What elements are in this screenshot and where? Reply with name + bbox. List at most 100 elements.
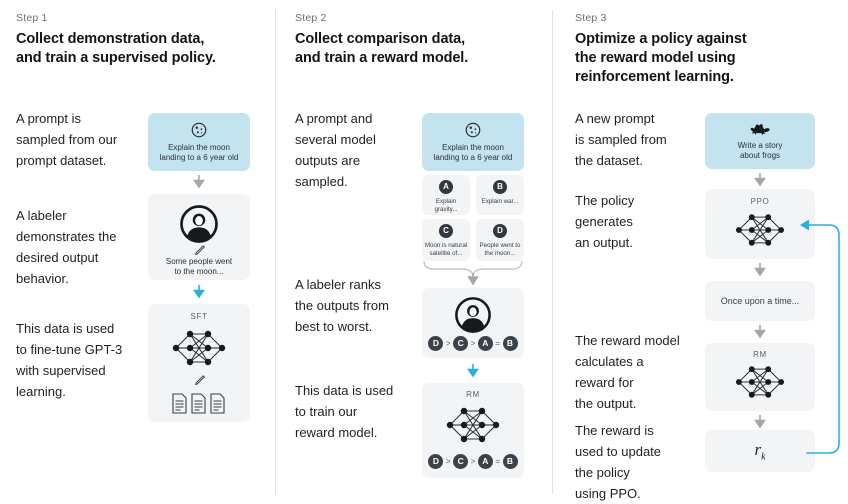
generated-output-text: Once upon a time...: [720, 296, 800, 306]
step-3-reward-model-card[interactable]: RM: [705, 343, 815, 411]
neural-network-icon: [705, 360, 815, 404]
step-1-sft-card[interactable]: SFT: [148, 304, 250, 422]
arrow-down-icon: [753, 263, 767, 282]
step-1-title-line-2: and train a supervised policy.: [16, 50, 216, 66]
pencil-icon: [148, 244, 250, 257]
output-badge-a: A: [439, 180, 453, 194]
reward-formula: rk: [705, 440, 815, 462]
moon-icon: [148, 121, 250, 139]
feedback-loop-arrow-icon: [789, 215, 847, 465]
step-2-title-line-2: and train a reward model.: [295, 50, 469, 66]
sft-tag: SFT: [190, 312, 208, 321]
rank-op-1: >: [445, 339, 451, 349]
step-2-prompt-caption-1: Explain the moon: [442, 143, 504, 152]
merge-brace-arrow-icon: [422, 259, 524, 292]
output-tile-b[interactable]: B Explain war...: [476, 175, 524, 215]
column-divider-1: [275, 10, 276, 494]
step-1-title: Collect demonstration data, and train a …: [16, 30, 266, 68]
step-3-title-line-1: Optimize a policy against: [575, 31, 747, 47]
output-badge-c: C: [439, 224, 453, 238]
step-1-prompt-card[interactable]: Explain the moon landing to a 6 year old: [148, 113, 250, 171]
step-1-prompt-caption-2: landing to a 6 year old: [159, 153, 239, 162]
rank-op-2: >: [470, 457, 476, 467]
arrow-down-icon: [753, 325, 767, 344]
step-3-paragraph-4: The reward is used to update the policy …: [575, 423, 662, 501]
arrow-down-icon: [753, 415, 767, 434]
neural-network-icon: [705, 208, 815, 252]
step-2-paragraph-2: A labeler ranks the outputs from best to…: [295, 277, 389, 334]
rank-badge-2: C: [453, 336, 469, 352]
rank-op-3: =: [495, 457, 500, 467]
labeler-person-icon: [148, 204, 250, 244]
step-1-labeler-caption-2: to the moon...: [174, 267, 224, 276]
step-2-labeler-rank-card[interactable]: D>C>A=B: [422, 288, 524, 358]
step-3-column: Step 3 Optimize a policy against the rew…: [553, 0, 848, 504]
output-tile-c[interactable]: C Moon is natural satellite of...: [422, 219, 470, 261]
ranking-row: D>C>A=B: [422, 335, 524, 353]
output-tile-a[interactable]: A Explain gravity...: [422, 175, 470, 215]
step-3-paragraph-1: A new prompt is sampled from the dataset…: [575, 111, 667, 168]
rank-badge-4: B: [502, 454, 518, 470]
step-3-title-line-2: the reward model using: [575, 50, 736, 66]
rank-badge-1: D: [428, 454, 444, 470]
step-2-title: Collect comparison data, and train a rew…: [295, 30, 545, 68]
documents-icon: [148, 392, 250, 416]
step-3-title: Optimize a policy against the reward mod…: [575, 30, 835, 87]
step-2-title-line-1: Collect comparison data,: [295, 31, 466, 47]
arrow-down-icon: [753, 173, 767, 192]
rank-badge-3: A: [477, 336, 493, 352]
step-1-labeler-card[interactable]: Some people went to the moon...: [148, 194, 250, 280]
step-2-reward-model-card[interactable]: RM: [422, 383, 524, 478]
rank-op-3: =: [495, 339, 500, 349]
frog-icon: [705, 121, 815, 137]
rank-op-1: >: [445, 457, 451, 467]
step-3-label: Step 3: [575, 12, 607, 24]
step-3-reward-value-card[interactable]: rk: [705, 430, 815, 472]
step-1-paragraph-2: A labeler demonstrates the desired outpu…: [16, 208, 117, 286]
labeler-person-icon: [422, 296, 524, 334]
output-text-d: People went to the moon...: [479, 242, 521, 257]
step-1-title-line-1: Collect demonstration data,: [16, 31, 205, 47]
rm-tag: RM: [753, 350, 767, 359]
step-2-prompt-card[interactable]: Explain the moon landing to a 6 year old: [422, 113, 524, 171]
step-1-column: Step 1 Collect demonstration data, and t…: [0, 0, 275, 504]
step-2-column: Step 2 Collect comparison data, and trai…: [276, 0, 552, 504]
neural-network-icon: [422, 401, 524, 449]
reward-formula-sub: k: [761, 451, 766, 463]
step-3-generated-output-card[interactable]: Once upon a time...: [705, 281, 815, 321]
neural-network-icon: [148, 324, 250, 372]
step-2-paragraph-1: A prompt and several model outputs are s…: [295, 111, 376, 189]
step-3-prompt-caption-1: Write a story: [737, 141, 783, 150]
output-text-a: Explain gravity...: [434, 198, 458, 213]
ranking-row: D>C>A=B: [422, 453, 524, 471]
rm-tag: RM: [466, 390, 480, 399]
step-2-prompt-caption-2: landing to a 6 year old: [433, 153, 513, 162]
output-text-c: Moon is natural satellite of...: [424, 242, 468, 257]
step-1-paragraph-3: This data is used to fine-tune GPT-3 wit…: [16, 321, 123, 399]
rank-op-2: >: [470, 339, 476, 349]
moon-icon: [422, 121, 524, 139]
output-badge-b: B: [493, 180, 507, 194]
reward-formula-main: r: [754, 440, 762, 459]
step-1-paragraph-1: A prompt is sampled from our prompt data…: [16, 111, 118, 168]
rank-badge-4: B: [502, 336, 518, 352]
output-tile-d[interactable]: D People went to the moon...: [476, 219, 524, 261]
step-3-new-prompt-card[interactable]: Write a story about frogs: [705, 113, 815, 169]
rank-badge-2: C: [453, 454, 469, 470]
arrow-down-accent-icon: [466, 364, 480, 383]
step-3-ppo-card[interactable]: PPO: [705, 189, 815, 259]
step-2-label: Step 2: [295, 12, 327, 24]
step-1-labeler-caption-1: Some people went: [165, 257, 233, 266]
step-3-prompt-caption-2: about frogs: [739, 151, 781, 160]
output-text-b: Explain war...: [481, 198, 519, 205]
arrow-down-accent-icon: [192, 285, 206, 304]
step-3-paragraph-2: The policy generates an output.: [575, 193, 635, 250]
arrow-down-icon: [192, 175, 206, 194]
step-3-title-line-3: reinforcement learning.: [575, 69, 734, 85]
rank-badge-1: D: [428, 336, 444, 352]
column-divider-2: [552, 10, 553, 494]
step-1-label: Step 1: [16, 12, 48, 24]
step-3-paragraph-3: The reward model calculates a reward for…: [575, 333, 680, 411]
rank-badge-3: A: [477, 454, 493, 470]
